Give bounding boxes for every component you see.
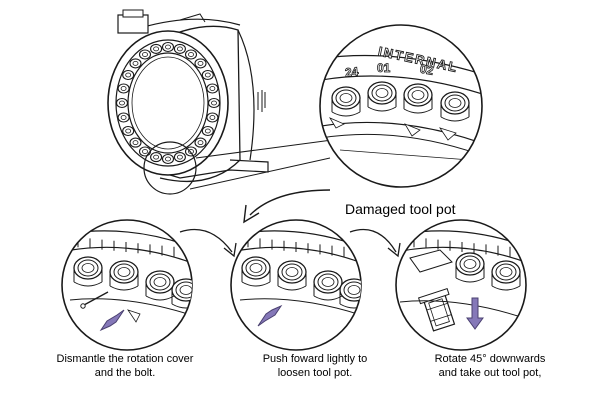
magazine-pot-bore — [188, 52, 194, 57]
magazine-pot-bore — [197, 61, 204, 66]
magazine-pot-bore — [153, 154, 160, 160]
magazine-pot — [122, 125, 135, 137]
magazine-pot-bore — [132, 61, 139, 66]
magazine-pot-bore — [119, 100, 125, 106]
magazine-pot-bore — [197, 140, 204, 146]
magazine-pot — [201, 125, 214, 137]
magazine-pot — [194, 137, 207, 148]
magazine-pot — [117, 112, 130, 123]
magazine-pot — [138, 49, 152, 60]
magazine-pot — [173, 43, 186, 54]
magazine-pot — [161, 153, 175, 165]
zoom-detail-internal: INTERNAL 24 01 02 — [319, 24, 483, 188]
step-3-line-2: and take out tool pot, — [438, 367, 542, 379]
magazine-pot-bore — [165, 156, 171, 162]
magazine-pot-bore — [120, 115, 127, 120]
magazine-pot-bore — [209, 115, 216, 120]
magazine-pot-bore — [204, 128, 211, 134]
magazine-pot — [206, 83, 219, 94]
magazine-pot-bore — [153, 46, 160, 52]
magazine-pot-bore — [204, 72, 211, 78]
step-2-caption: Push foward lightly to loosen tool pot. — [220, 352, 410, 380]
magazine-pot-bore — [125, 128, 132, 134]
magazine-pot-bore — [132, 140, 139, 146]
magazine-pot-bore — [165, 44, 171, 50]
magazine-pot — [150, 152, 163, 163]
magazine-pot-bore — [120, 86, 127, 91]
flow-arrow-down — [243, 189, 331, 224]
step-2-line-2: loosen tool pot. — [277, 367, 353, 379]
pot-number-01: 01 — [377, 61, 391, 75]
magazine-pot — [194, 58, 207, 69]
magazine-pot — [161, 41, 175, 53]
magazine-pot — [129, 137, 142, 148]
magazine-pot-bore — [142, 149, 148, 154]
flow-arrow-1-to-2 — [179, 228, 237, 258]
magazine-pot — [173, 152, 186, 163]
step-3-line-1: Rotate 45° downwards — [434, 353, 546, 365]
pot-number-24: 24 — [344, 64, 359, 79]
step-3-illustration — [395, 219, 527, 351]
step-1-illustration — [61, 219, 193, 351]
pot-number-02: 02 — [419, 62, 435, 78]
magazine-pot-bore — [125, 72, 132, 78]
arrow-down-icon — [466, 297, 484, 330]
damaged-tool-pot-label: Damaged tool pot — [345, 201, 456, 217]
step-2-line-1: Push foward lightly to — [262, 353, 368, 365]
tool-magazine — [107, 9, 333, 195]
arrow-down-left-icon — [99, 309, 125, 332]
step-1-caption: Dismantle the rotation cover and the bol… — [30, 352, 220, 380]
magazine-pot-bore — [211, 100, 217, 106]
magazine-pot — [138, 146, 152, 157]
magazine-pot-bore — [142, 52, 148, 57]
magazine-pot — [117, 83, 130, 94]
magazine-pot — [115, 97, 129, 109]
magazine-pot-bore — [176, 46, 183, 52]
step-1-line-1: Dismantle the rotation cover — [56, 353, 194, 365]
magazine-pot — [122, 69, 135, 81]
magazine-pot-bore — [176, 154, 183, 160]
step-3-caption: Rotate 45° downwards and take out tool p… — [395, 352, 585, 380]
magazine-pot — [184, 49, 198, 60]
magazine-pot — [129, 58, 142, 69]
magazine-pot — [201, 69, 214, 81]
arrow-up-right-icon — [257, 304, 283, 327]
magazine-pot — [206, 112, 219, 123]
flow-arrow-2-to-3 — [349, 228, 401, 258]
step-2-illustration — [230, 219, 362, 351]
magazine-pot — [150, 43, 163, 54]
step-1-line-2: and the bolt. — [94, 367, 156, 379]
magazine-pot — [207, 97, 221, 109]
magazine-pot-bore — [209, 86, 216, 91]
